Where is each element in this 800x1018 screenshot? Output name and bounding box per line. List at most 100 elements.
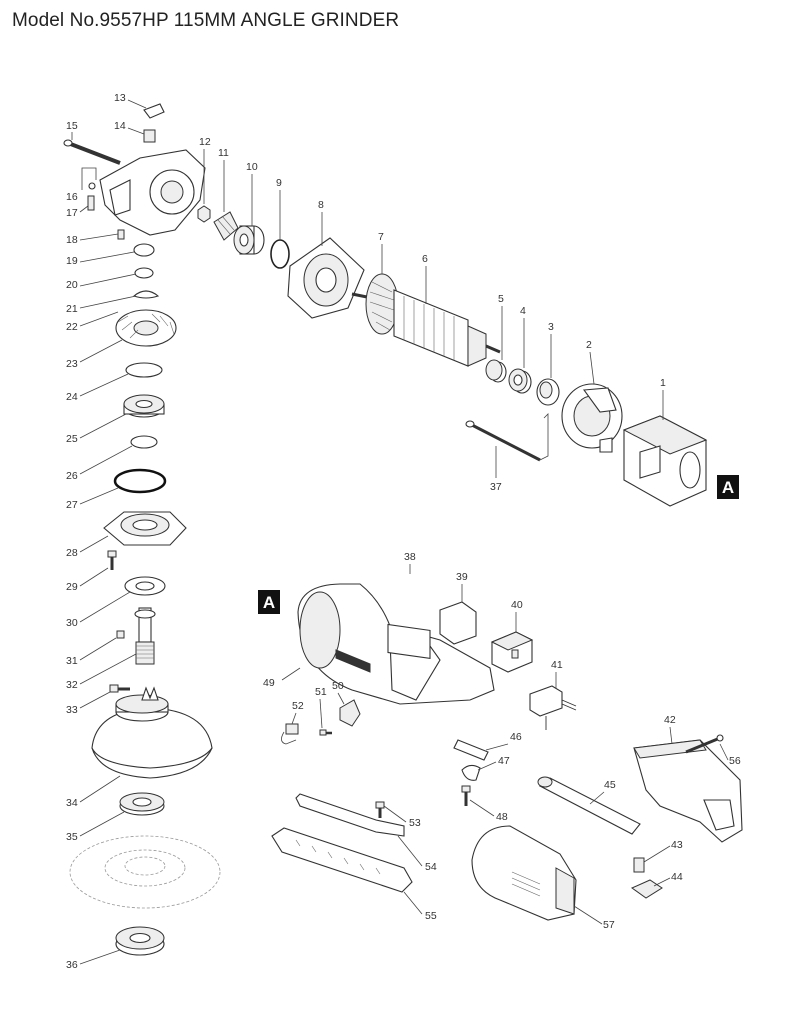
ball-bearing	[123, 394, 165, 418]
rear-cover-screw	[375, 801, 385, 818]
part-number-label: 16	[66, 191, 78, 203]
bearing-box	[103, 511, 187, 546]
inner-flange	[119, 792, 165, 816]
field-coil	[622, 415, 708, 507]
part-number-label: 40	[511, 599, 523, 611]
armature-nut	[197, 205, 211, 223]
part-number-label: 49	[263, 677, 275, 689]
section-marker-left: A	[258, 590, 280, 614]
section-marker-right: A	[717, 475, 739, 499]
page-title: Model No.9557HP 115MM ANGLE GRINDER	[12, 10, 400, 31]
part-number-label: 39	[456, 571, 468, 583]
part-number-label: 18	[66, 234, 78, 246]
section-marker-label: A	[722, 478, 734, 497]
brush-holder	[339, 699, 361, 727]
rear-cover	[633, 739, 743, 843]
retaining-ring	[134, 267, 154, 279]
part-number-label: 20	[66, 279, 78, 291]
o-ring-large	[113, 468, 167, 494]
part-number-label: 56	[729, 755, 741, 767]
switch	[490, 631, 534, 673]
rear-cover-tapping-screw	[685, 734, 724, 754]
part-number-label: 29	[66, 581, 78, 593]
compression-spring	[633, 857, 645, 873]
part-number-label: 12	[199, 136, 211, 148]
part-number-label: 27	[66, 499, 78, 511]
part-number-label: 3	[548, 321, 554, 333]
sponge-strip	[453, 739, 489, 761]
lock-cap	[143, 103, 165, 119]
part-number-label: 36	[66, 959, 78, 971]
o-ring-small	[88, 182, 96, 190]
part-number-label: 38	[404, 551, 416, 563]
part-number-label: 17	[66, 207, 78, 219]
switch-lever	[295, 793, 405, 837]
pin-small	[117, 229, 125, 240]
lock-spring	[143, 129, 156, 143]
part-number-label: 42	[664, 714, 676, 726]
switch-holder	[439, 601, 477, 645]
part-number-label: 34	[66, 797, 78, 809]
lock-nut	[115, 926, 165, 956]
rear-housing	[471, 825, 577, 921]
part-number-label: 26	[66, 470, 78, 482]
part-number-label: 30	[66, 617, 78, 629]
lock-lever	[630, 879, 663, 899]
part-number-label: 24	[66, 391, 78, 403]
part-number-label: 44	[671, 871, 683, 883]
rear-bearing-large	[508, 368, 532, 394]
noise-suppressor	[529, 685, 577, 730]
strain-relief	[537, 776, 641, 835]
part-number-label: 2	[586, 339, 592, 351]
part-number-label: 5	[498, 293, 504, 305]
field-screw	[465, 420, 541, 462]
guard-screw	[109, 684, 130, 693]
part-number-label: 15	[66, 120, 78, 132]
nameplate-label	[387, 623, 431, 660]
part-number-label: 14	[114, 120, 126, 132]
cord-clip	[461, 764, 481, 781]
part-number-label: 10	[246, 161, 258, 173]
part-number-label: 22	[66, 321, 78, 333]
pinion-gear	[213, 211, 239, 241]
part-labels: 1 2 3 4 5 6 7 8 9 10 11 12 13 14 15 16 1…	[66, 92, 741, 971]
bearing-box-screw	[107, 550, 117, 570]
part-number-label: 11	[218, 147, 229, 159]
spiral-bevel-gear	[115, 309, 177, 347]
part-number-label: 32	[66, 679, 78, 691]
flat-washer	[130, 435, 158, 449]
part-number-label: 51	[315, 686, 327, 698]
part-number-label: 46	[510, 731, 522, 743]
part-number-label: 28	[66, 547, 78, 559]
bearing-plate	[287, 237, 365, 319]
wheel-guard	[91, 686, 213, 779]
part-number-label: 50	[332, 680, 344, 692]
part-number-label: 52	[292, 700, 304, 712]
insulation-washer	[536, 378, 560, 406]
baffle-plate	[561, 383, 623, 453]
part-number-label: 41	[551, 659, 563, 671]
section-marker-label: A	[263, 593, 275, 612]
part-number-label: 31	[66, 655, 78, 667]
woodruff-key	[132, 290, 160, 299]
part-number-label: 21	[66, 303, 78, 315]
part-number-label: 45	[604, 779, 616, 791]
part-number-label: 8	[318, 199, 324, 211]
retaining-ring-large	[125, 362, 163, 378]
lock-pin	[87, 195, 95, 211]
part-number-label: 4	[520, 305, 526, 317]
carbon-brush	[281, 723, 299, 745]
part-number-label: 9	[276, 177, 282, 189]
clip-screw	[461, 785, 471, 806]
front-bearing	[233, 225, 265, 255]
brush-holder-screw	[319, 729, 332, 736]
part-number-label: 1	[660, 377, 666, 389]
switch-plate	[271, 827, 413, 893]
housing-screw	[63, 139, 121, 165]
part-number-label: 53	[409, 817, 421, 829]
part-number-label: 43	[671, 839, 683, 851]
part-number-label: 7	[378, 231, 384, 243]
part-number-label: 47	[498, 755, 510, 767]
grinding-disc-outline	[69, 835, 221, 909]
